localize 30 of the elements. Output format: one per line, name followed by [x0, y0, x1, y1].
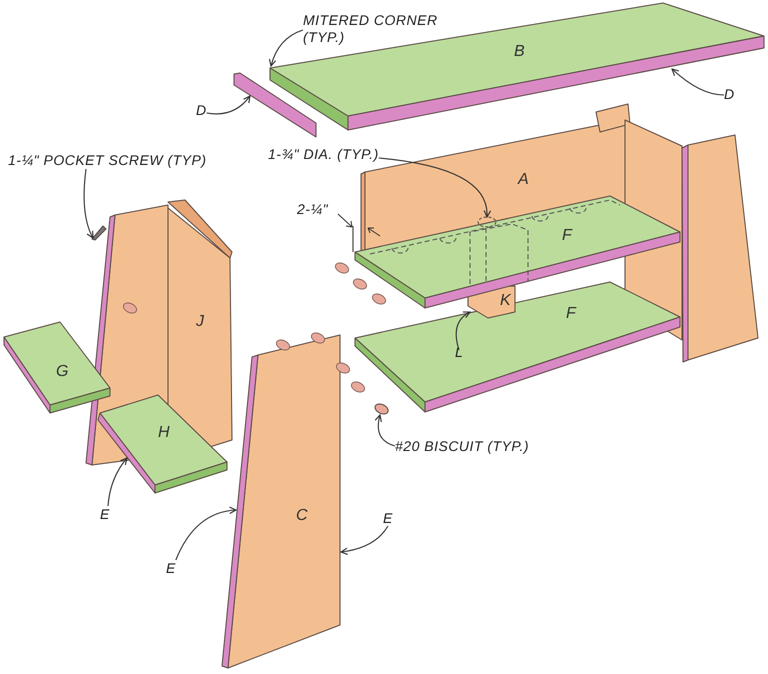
part-letter: K — [500, 293, 511, 309]
callout-letter: L — [455, 344, 464, 361]
leader-line — [269, 29, 304, 67]
callout-letter: E — [166, 560, 176, 577]
leader-line — [175, 506, 237, 560]
part-letter: C — [296, 508, 308, 524]
callout-letter: E — [100, 506, 110, 523]
dimension-text: 2-¼" — [297, 201, 328, 218]
callout-text: 1-¾" DIA. (TYP.) — [268, 146, 379, 163]
callout-text: MITERED CORNER (TYP.) — [303, 12, 439, 46]
part-letter: H — [158, 425, 170, 441]
callout-letter: D — [724, 86, 735, 103]
part-letter: F — [562, 228, 572, 244]
part-letter: G — [56, 364, 68, 380]
part-letter: A — [518, 172, 529, 188]
callout-text: #20 BISCUIT (TYP.) — [395, 438, 530, 455]
callout-text: 1-¼" POCKET SCREW (TYP) — [8, 152, 206, 169]
callout-letter: D — [196, 102, 207, 119]
leader-line — [374, 414, 396, 447]
leader-line — [107, 457, 128, 506]
part-letter: B — [514, 44, 525, 60]
part-letter: J — [196, 314, 204, 330]
part-letter: F — [566, 306, 576, 322]
leader-line — [456, 311, 471, 350]
callout-letter: E — [383, 510, 393, 527]
leader-line — [378, 157, 491, 218]
leader-line — [84, 168, 94, 239]
leader-line — [340, 526, 388, 555]
leader-line — [206, 95, 251, 114]
leader-line — [671, 68, 724, 96]
